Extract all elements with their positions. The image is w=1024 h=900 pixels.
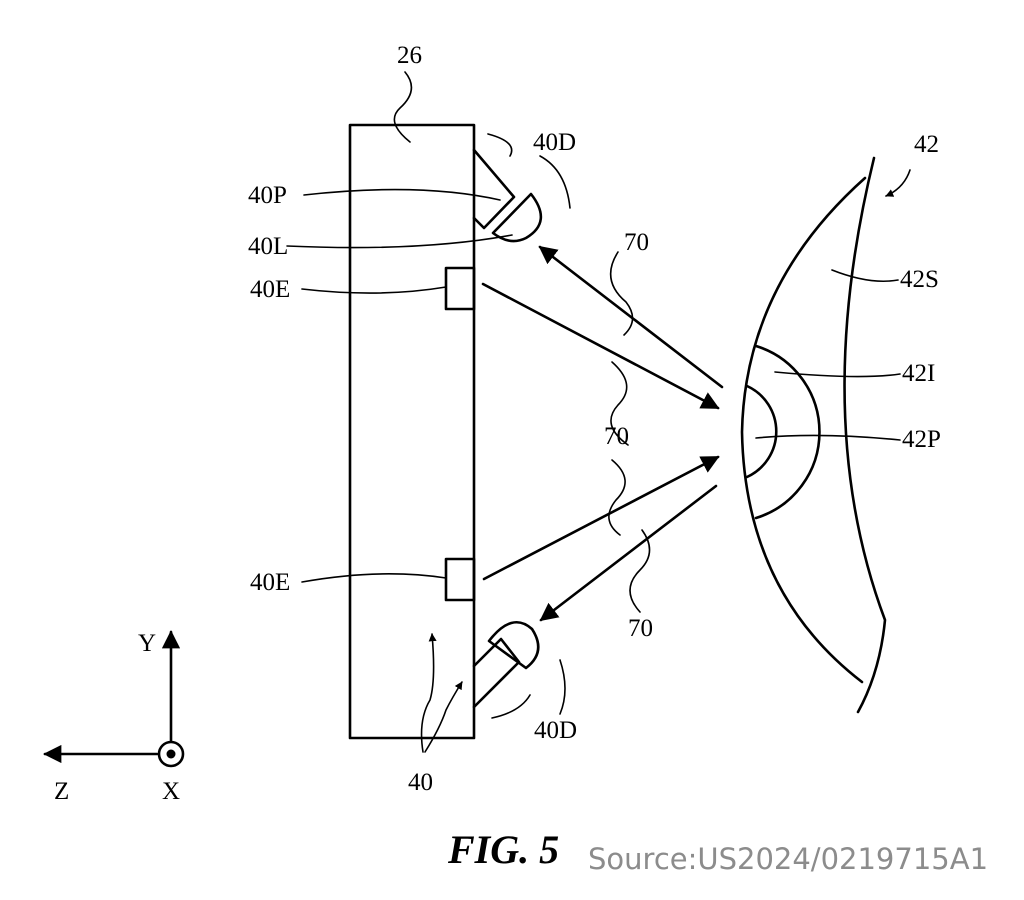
label-iris: 42I (902, 360, 935, 387)
coordinate-axes: Y Z X (43, 630, 185, 805)
eye-outline (843, 156, 887, 714)
pupil (745, 384, 778, 479)
label-emitter-top: 40E (250, 276, 290, 303)
axis-label-x: X (162, 778, 180, 805)
axis-label-y: Y (138, 630, 156, 657)
figure-caption: FIG. 5 (448, 827, 560, 872)
source-note: Source:US2024/0219715A1 (588, 842, 989, 876)
label-ray-2: 70 (604, 423, 629, 450)
detector-bottom (472, 620, 540, 709)
label-lens: 40L (248, 233, 288, 260)
label-eye-surface: 42S (900, 266, 939, 293)
label-eye: 42 (914, 131, 939, 158)
axis-label-z: Z (54, 778, 69, 805)
label-ray-3: 70 (628, 615, 653, 642)
label-detector-top: 40D (533, 129, 576, 156)
leader-lines (286, 71, 911, 753)
label-emitter-bottom: 40E (250, 569, 290, 596)
eye (740, 156, 887, 714)
iris (754, 344, 821, 520)
emitter-top (444, 266, 476, 311)
light-rays (481, 245, 724, 622)
label-device: 26 (397, 42, 422, 69)
detector-top (472, 148, 543, 243)
label-prism: 40P (248, 182, 287, 209)
eye-surface (740, 176, 867, 684)
label-pupil: 42P (902, 426, 941, 453)
label-ray-1: 70 (624, 229, 649, 256)
emitter-bottom (444, 557, 476, 602)
label-detector-bottom: 40D (534, 717, 577, 744)
label-tracking-system: 40 (408, 769, 433, 796)
device-housing (348, 123, 476, 740)
reference-labels: 26 42 42S 42I 42P 40P 40L 40E 40E 40D 40… (248, 42, 941, 796)
